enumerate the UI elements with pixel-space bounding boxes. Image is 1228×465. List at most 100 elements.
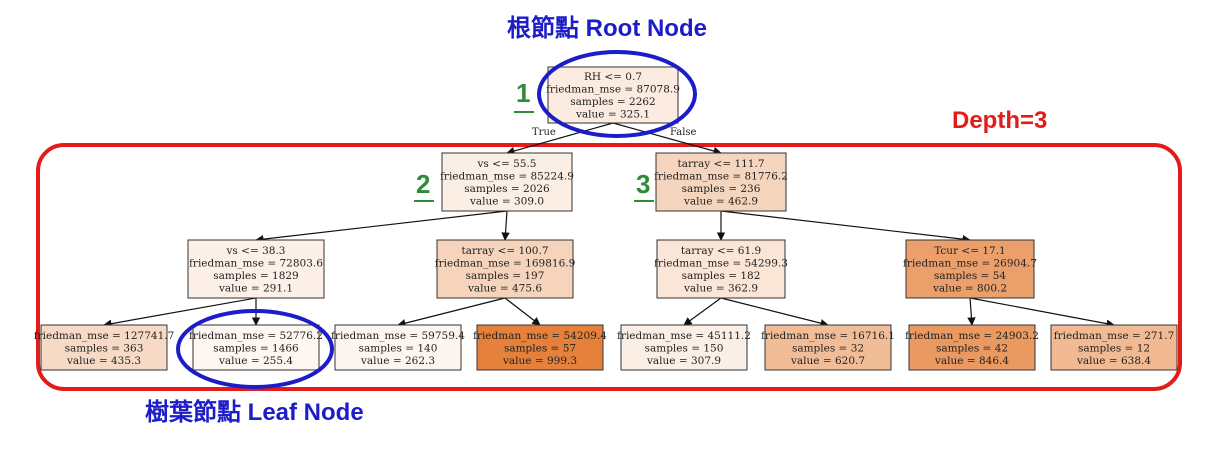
edge-label-true: True xyxy=(532,127,556,138)
tree-node-line: value = 262.3 xyxy=(360,355,435,367)
tree-node-line: value = 325.1 xyxy=(575,109,650,121)
tree-node-line: friedman_mse = 72803.6 xyxy=(189,258,323,270)
depth-frame xyxy=(36,143,1182,391)
tree-edge-n6-n14 xyxy=(969,297,1115,328)
tree-node-line: value = 291.1 xyxy=(218,283,293,295)
tree-node-line: friedman_mse = 87078.9 xyxy=(546,84,680,96)
tree-node-line: samples = 236 xyxy=(682,183,761,195)
depth-label: Depth=3 xyxy=(952,107,1047,134)
tree-node-line: value = 362.9 xyxy=(683,283,758,295)
tree-node-box xyxy=(192,324,320,371)
tree-node-line: tarray <= 100.7 xyxy=(461,245,548,257)
tree-node-line: value = 620.7 xyxy=(790,355,865,367)
tree-node-line: friedman_mse = 169816.9 xyxy=(435,258,576,270)
tree-node-line: samples = 32 xyxy=(792,342,864,354)
tree-node-box xyxy=(1050,324,1178,371)
tree-node-line: value = 309.0 xyxy=(469,196,544,208)
tree-node-box xyxy=(476,324,604,371)
tree-node-line: friedman_mse = 54299.3 xyxy=(654,258,788,270)
tree-node-line: value = 462.9 xyxy=(683,196,758,208)
tree-node-line: value = 800.2 xyxy=(932,283,1007,295)
tree-node-line: samples = 197 xyxy=(466,270,545,282)
tree-node-line: samples = 57 xyxy=(504,342,576,354)
level-number-2: 2 xyxy=(414,169,434,202)
tree-node-line: samples = 2262 xyxy=(570,96,655,108)
tree-node-line: value = 435.3 xyxy=(66,355,141,367)
edge-label-false: False xyxy=(670,127,697,138)
tree-node-box xyxy=(334,324,462,371)
tree-node-line: friedman_mse = 127741.7 xyxy=(34,330,175,342)
tree-node-line: tarray <= 111.7 xyxy=(677,158,764,170)
tree-node-line: samples = 1829 xyxy=(213,270,298,282)
tree-edge-n2-n6 xyxy=(720,210,971,244)
leaf-node-highlight xyxy=(176,309,334,389)
tree-node-line: value = 475.6 xyxy=(467,283,542,295)
tree-node-line: friedman_mse = 54209.4 xyxy=(473,330,607,342)
tree-node-line: samples = 1466 xyxy=(213,342,299,354)
tree-node-line: friedman_mse = 24903.2 xyxy=(905,330,1039,342)
tree-node-line: samples = 2026 xyxy=(464,183,550,195)
tree-edge-n0-n1 xyxy=(506,122,614,155)
tree-node-line: value = 307.9 xyxy=(646,355,721,367)
svg-text:1: 1 xyxy=(516,78,530,108)
tree-node-box xyxy=(187,239,325,299)
tree-node-line: friedman_mse = 59759.4 xyxy=(331,330,465,342)
tree-node-line: value = 846.4 xyxy=(934,355,1009,367)
root-node-title: 根節點 Root Node xyxy=(507,14,707,42)
tree-edge-n5-n12 xyxy=(720,297,829,328)
tree-node-box xyxy=(764,324,892,371)
tree-node-line: samples = 12 xyxy=(1078,342,1150,354)
tree-node-line: vs <= 38.3 xyxy=(226,245,286,257)
tree-node-line: friedman_mse = 45111.2 xyxy=(617,330,751,342)
level-number-1: 1 xyxy=(514,78,534,113)
tree-node-box xyxy=(655,152,787,212)
tree-edge-n1-n4 xyxy=(501,210,510,241)
tree-node-line: RH <= 0.7 xyxy=(584,71,642,83)
tree-edge-n0-n2 xyxy=(612,122,722,156)
tree-edge-n3-n7 xyxy=(103,297,257,328)
tree-node-box xyxy=(436,239,574,299)
tree-node-line: samples = 182 xyxy=(682,270,761,282)
tree-edge-n5-n11 xyxy=(683,297,722,326)
tree-node-line: value = 999.3 xyxy=(502,355,577,367)
level-number-3: 3 xyxy=(634,169,654,202)
root-node-highlight xyxy=(537,50,697,138)
tree-node-box xyxy=(547,66,679,124)
tree-node-line: friedman_mse = 26904.7 xyxy=(903,258,1037,270)
tree-node-line: friedman_mse = 16716.1 xyxy=(761,330,895,342)
tree-node-line: samples = 42 xyxy=(936,342,1008,354)
tree-node-line: friedman_mse = 271.7 xyxy=(1054,330,1175,342)
tree-node-line: value = 638.4 xyxy=(1076,355,1151,367)
tree-node-line: samples = 363 xyxy=(65,342,144,354)
tree-node-line: Tcur <= 17.1 xyxy=(934,245,1006,257)
tree-node-line: samples = 54 xyxy=(934,270,1006,282)
tree-node-line: samples = 140 xyxy=(359,342,438,354)
leaf-node-title: 樹葉節點 Leaf Node xyxy=(145,398,364,426)
tree-node-box xyxy=(40,324,168,371)
svg-text:2: 2 xyxy=(416,169,430,199)
tree-edge-n4-n9 xyxy=(397,297,506,328)
tree-node-line: value = 255.4 xyxy=(218,355,293,367)
tree-node-line: samples = 150 xyxy=(645,342,724,354)
tree-node-line: vs <= 55.5 xyxy=(477,158,537,170)
tree-node-line: friedman_mse = 81776.2 xyxy=(654,171,788,183)
svg-text:3: 3 xyxy=(636,169,650,199)
tree-edge-n6-n13 xyxy=(967,297,976,326)
tree-node-box xyxy=(620,324,748,371)
tree-node-line: tarray <= 61.9 xyxy=(681,245,761,257)
tree-node-box xyxy=(441,152,573,212)
tree-edges xyxy=(103,122,1115,328)
